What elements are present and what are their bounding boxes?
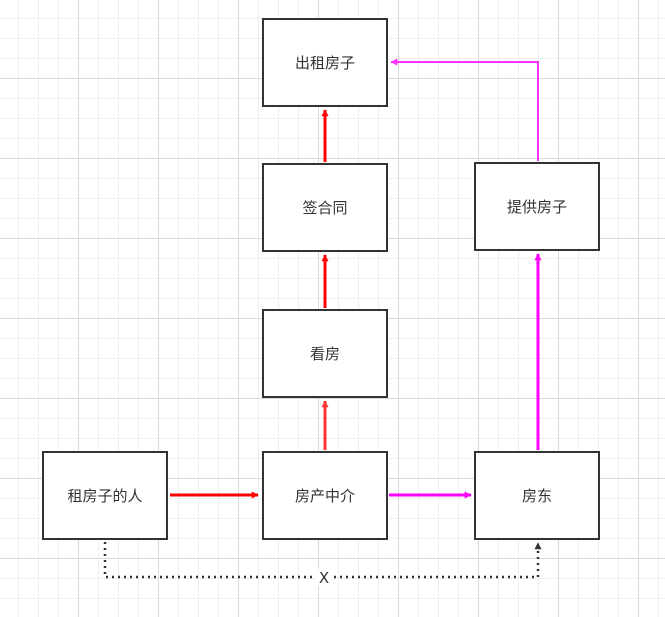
edge-label-x: X (319, 569, 329, 587)
edge-label-background (315, 569, 333, 586)
node-label: 提供房子 (506, 198, 567, 216)
node-label: 房东 (521, 487, 552, 505)
node-landlord: 房东 (474, 451, 600, 540)
node-provide-house: 提供房子 (474, 162, 600, 251)
node-rent-out-house: 出租房子 (262, 18, 388, 107)
node-view-house: 看房 (262, 309, 388, 398)
node-label: 出租房子 (294, 54, 355, 72)
node-label: 签合同 (302, 199, 348, 217)
edge-provide-to-rent (390, 58, 539, 161)
node-agency: 房产中介 (262, 451, 388, 540)
node-sign-contract: 签合同 (262, 163, 388, 252)
node-label: 租房子的人 (67, 487, 143, 505)
node-label: 房产中介 (294, 487, 355, 505)
node-label: 看房 (309, 345, 340, 363)
node-tenant: 租房子的人 (42, 451, 168, 540)
